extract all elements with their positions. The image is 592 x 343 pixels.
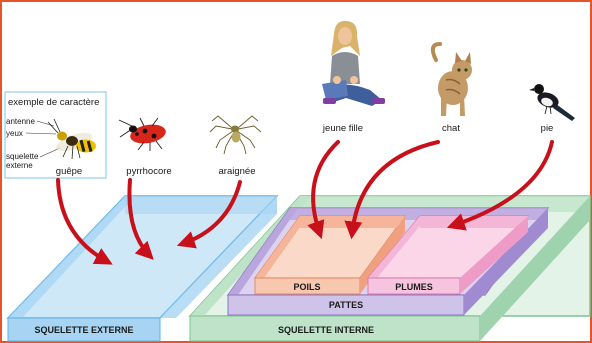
spider-icon <box>210 116 261 154</box>
legend-item-antenne: antenne <box>6 117 35 126</box>
label-plumes: PLUMES <box>395 282 433 292</box>
cat-icon <box>433 44 472 116</box>
legend-item-yeux: yeux <box>6 129 23 138</box>
label-pattes: PATTES <box>329 300 363 310</box>
firebug-icon <box>119 118 167 151</box>
girl-icon <box>322 21 385 106</box>
legend-title: exemple de caractère <box>8 97 99 108</box>
label-araignee: araignée <box>219 166 256 177</box>
label-squelette-interne: SQUELETTE INTERNE <box>278 325 374 335</box>
label-pie: pie <box>541 123 554 134</box>
legend-item-squelette: squelette <box>6 152 39 161</box>
tray-externe-back-wall <box>125 196 277 214</box>
label-guepe: guêpe <box>56 166 82 177</box>
label-pyrrhocore: pyrrhocore <box>126 166 171 177</box>
label-chat: chat <box>442 123 460 134</box>
magpie-icon <box>529 84 575 121</box>
label-squelette-externe: SQUELETTE EXTERNE <box>34 325 133 335</box>
label-poils: POILS <box>293 282 320 292</box>
label-jeune-fille: jeune fille <box>322 123 363 134</box>
legend-item-externe: externe <box>6 161 33 170</box>
